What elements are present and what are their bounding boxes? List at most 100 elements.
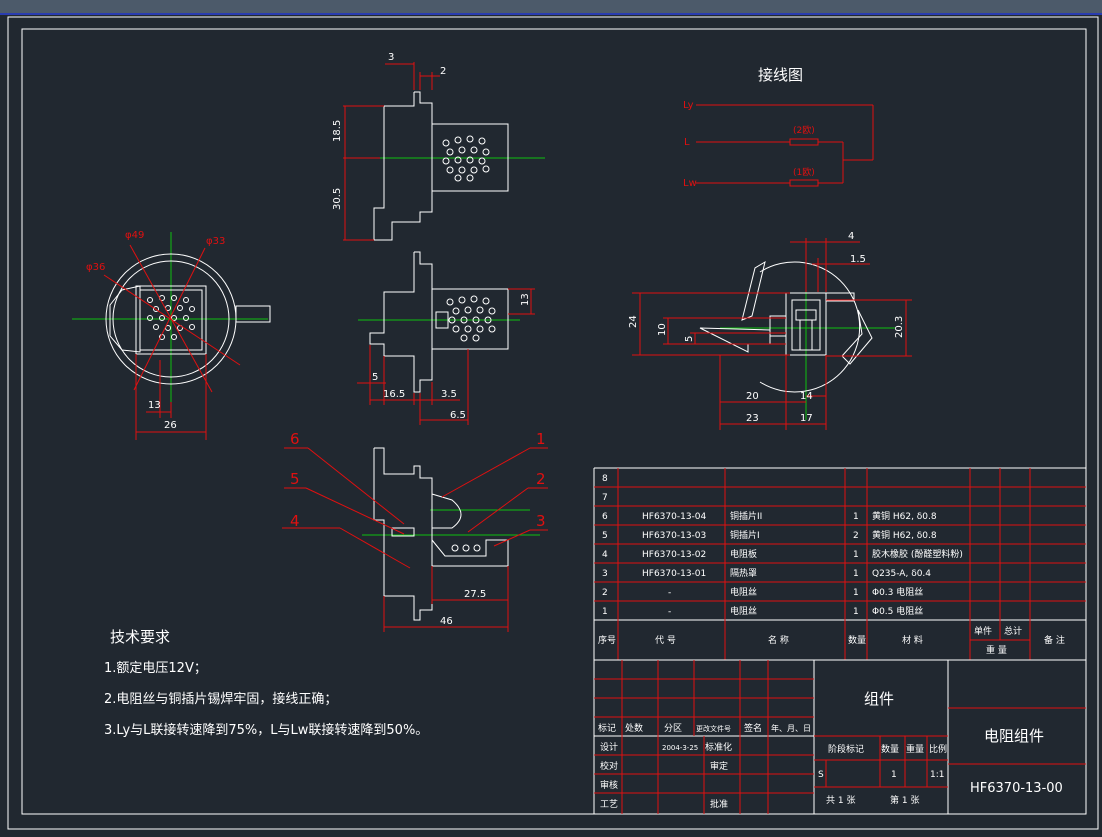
dim-26: 26 (164, 420, 177, 431)
dim-23: 23 (746, 413, 759, 424)
bom-row-5-code: HF6370-13-03 (642, 531, 706, 541)
bom-header-unit: 单件 (974, 625, 992, 637)
dim-30-5: 30.5 (332, 188, 343, 210)
bom-row-4-no: 4 (602, 550, 608, 560)
terminal-ly: Ly (683, 100, 694, 111)
dim-5-right: 5 (684, 336, 695, 342)
tech-title: 技术要求 (110, 628, 170, 646)
dim-1-5: 1.5 (850, 254, 866, 265)
bom-header-total: 总计 (1004, 625, 1022, 637)
tb-change-doc: 更改文件号 (696, 724, 731, 733)
title-block: 标记 处数 分区 更改文件号 签名 年、月、日 设计 2004-3-25 标准化… (593, 659, 1086, 814)
dim-4: 4 (848, 231, 854, 242)
technical-requirements: 技术要求 1.额定电压12V； 2.电阻丝与铜插片锡焊牢固，接线正确； 3.Ly… (104, 628, 428, 738)
bom-row-1-code: - (668, 607, 671, 617)
callout-5: 5 (290, 470, 300, 488)
bom-row-2-qty: 1 (853, 588, 859, 598)
inner-frame (21, 28, 1087, 815)
top-side-view: 3 2 18.5 30.5 (332, 52, 545, 241)
bom-row-6-name: 铜插片II (730, 510, 762, 522)
bom-table: 8 7 6 HF6370-13-04 铜插片II 1 黄铜 H62, δ0.8 … (593, 467, 1086, 660)
bom-row-5-qty: 2 (853, 531, 859, 541)
bom-row-8-no: 8 (602, 474, 608, 484)
tb-date: 年、月、日 (771, 723, 811, 733)
tb-stage-value: S (818, 770, 824, 780)
bom-header-note: 备 注 (1044, 634, 1065, 646)
tb-sign: 签名 (744, 722, 762, 734)
bom-row-7-no: 7 (602, 493, 608, 503)
bom-row-4-material: 胶木橡胶 (酚醛塑料粉) (872, 548, 963, 560)
bom-row-1-no: 1 (602, 607, 608, 617)
outer-frame (7, 16, 1099, 830)
bom-row-1-name: 电阻丝 (730, 605, 757, 617)
bom-row-3-no: 3 (602, 569, 608, 579)
dim-27-5: 27.5 (464, 589, 486, 600)
tb-audit: 审核 (600, 779, 618, 791)
dim-17: 17 (800, 413, 813, 424)
tb-sheets: 共 1 张 (826, 795, 855, 806)
bom-row-3-code: HF6370-13-01 (642, 569, 706, 579)
callout-6: 6 (290, 430, 300, 448)
tb-design-date: 2004-3-25 (662, 744, 698, 752)
dim-20-3: 20.3 (894, 316, 905, 338)
dim-5: 5 (372, 372, 378, 383)
tb-scale-value: 1:1 (930, 770, 944, 780)
bom-row-1-qty: 1 (853, 607, 859, 617)
callout-4: 4 (290, 512, 300, 530)
dim-13-left: 13 (148, 400, 161, 411)
callout-3: 3 (536, 512, 546, 530)
dim-phi36: φ36 (86, 262, 105, 273)
bom-row-2-no: 2 (602, 588, 608, 598)
wiring-diagram: 接线图 Ly L Lw (2欧) (1欧) (683, 66, 874, 189)
tb-standard: 标准化 (705, 741, 732, 753)
bom-header-weight: 重 量 (986, 644, 1007, 656)
tech-item-3: 3.Ly与L联接转速降到75%，L与Lw联接转速降到50%。 (104, 722, 428, 738)
tb-review: 审定 (710, 760, 728, 772)
dim-10: 10 (657, 323, 668, 336)
dim-24: 24 (628, 315, 639, 328)
tb-group: 组件 (864, 690, 894, 708)
bom-row-4-name: 电阻板 (730, 548, 757, 560)
callout-1: 1 (536, 430, 546, 448)
tb-process: 工艺 (600, 799, 618, 810)
dim-18-5: 18.5 (332, 120, 343, 142)
bom-row-6-no: 6 (602, 512, 608, 522)
resistor-1ohm: (1欧) (793, 166, 815, 178)
bom-row-3-name: 隔热罩 (730, 567, 757, 579)
dim-3-5: 3.5 (441, 389, 457, 400)
section-view: 1 2 3 4 5 6 27.5 46 (282, 430, 548, 632)
bom-row-6-qty: 1 (853, 512, 859, 522)
bom-row-3-material: Q235-A, δ0.4 (872, 569, 931, 579)
tb-stage-mark: 阶段标记 (828, 743, 864, 755)
tb-drawing-no: HF6370-13-00 (970, 781, 1063, 796)
dim-16-5: 16.5 (383, 389, 405, 400)
bom-row-5-no: 5 (602, 531, 608, 541)
dim-phi33: φ33 (206, 236, 225, 247)
window-top-bar (0, 0, 1102, 14)
dim-46: 46 (440, 616, 453, 627)
bom-header-code: 代 号 (655, 635, 676, 646)
dim-6-5: 6.5 (450, 410, 466, 421)
bom-row-6-code: HF6370-13-04 (642, 512, 707, 522)
bom-row-4-qty: 1 (853, 550, 859, 560)
bom-header-material: 材 料 (902, 634, 923, 646)
bom-row-4-code: HF6370-13-02 (642, 550, 706, 560)
dim-20: 20 (746, 391, 759, 402)
bom-header-qty: 数量 (848, 634, 866, 646)
bom-header-no: 序号 (598, 634, 616, 646)
middle-side-view: 13 5 16.5 3.5 6.5 (357, 251, 535, 425)
bom-row-2-code: - (668, 588, 671, 598)
bom-row-6-material: 黄铜 H62, δ0.8 (872, 510, 937, 522)
tech-item-1: 1.额定电压12V； (104, 661, 207, 676)
resistor-2ohm: (2欧) (793, 124, 815, 136)
left-front-view: φ49 φ33 φ36 13 26 (72, 230, 271, 440)
bom-row-2-name: 电阻丝 (730, 586, 757, 598)
tb-check: 校对 (600, 760, 618, 772)
tech-item-2: 2.电阻丝与铜插片锡焊牢固，接线正确； (104, 691, 337, 707)
bom-row-2-material: Φ0.3 电阻丝 (872, 586, 923, 598)
bom-row-3-qty: 1 (853, 569, 859, 579)
tb-weight: 重量 (906, 743, 924, 755)
terminal-l: L (684, 137, 690, 148)
